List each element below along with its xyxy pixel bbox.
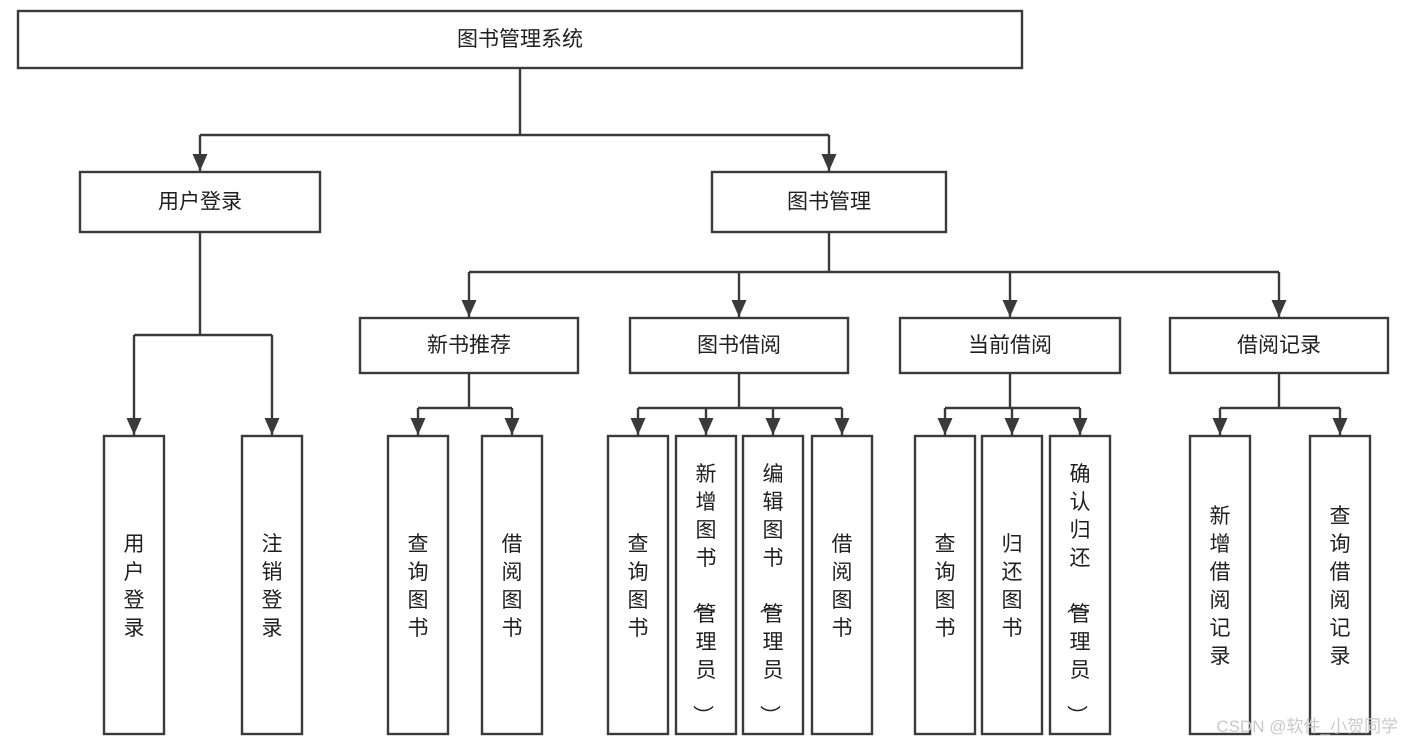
node-box (913, 434, 977, 736)
node-box (674, 434, 738, 736)
arrow-head-icon (1002, 300, 1018, 317)
arrow-head-icon (731, 300, 747, 317)
arrow-head-icon (630, 418, 646, 435)
arrow-head-icon (192, 154, 208, 171)
node-query-book-2[interactable]: 查询图书 (606, 434, 670, 736)
node-query-book-1[interactable]: 查询图书 (386, 434, 450, 736)
node-box (1168, 316, 1390, 375)
node-box (358, 316, 580, 375)
arrow-head-icon (1212, 418, 1228, 435)
node-box (898, 316, 1122, 375)
node-label: 图书借阅 (697, 334, 781, 357)
node-box (980, 434, 1044, 736)
arrow-head-icon (765, 418, 781, 435)
node-label: 新增借阅记录 (1210, 505, 1231, 668)
node-label: 新增图书（管理员） (691, 463, 717, 726)
arrow-head-icon (1332, 418, 1348, 435)
arrow-head-icon (1004, 418, 1020, 435)
node-box (386, 434, 450, 736)
arrow-head-icon (1271, 300, 1287, 317)
node-edit-book[interactable]: 编辑图书（管理员） (741, 434, 805, 736)
arrow-head-icon (126, 418, 142, 435)
node-box (710, 170, 948, 234)
node-label: 当前借阅 (968, 334, 1052, 357)
node-box (606, 434, 670, 736)
arrow-head-icon (834, 418, 850, 435)
node-box (16, 9, 1024, 70)
node-label: 用户登录 (124, 533, 145, 640)
node-book-borrow[interactable]: 图书借阅 (628, 316, 850, 375)
node-user-login-do[interactable]: 用户登录 (102, 434, 166, 736)
node-borrow-record[interactable]: 借阅记录 (1168, 316, 1390, 375)
arrow-head-icon (410, 418, 426, 435)
node-label: 借阅图书 (832, 533, 853, 640)
node-current-borrow[interactable]: 当前借阅 (898, 316, 1122, 375)
node-query-book-3[interactable]: 查询图书 (913, 434, 977, 736)
node-box (1048, 434, 1112, 736)
node-add-book[interactable]: 新增图书（管理员） (674, 434, 738, 736)
node-box (78, 170, 322, 234)
node-label: 查询借阅记录 (1330, 505, 1351, 668)
arrow-head-icon (504, 418, 520, 435)
node-label: 确认归还（管理员） (1065, 463, 1091, 726)
node-query-borrow-record[interactable]: 查询借阅记录 (1308, 434, 1372, 736)
node-label: 归还图书 (1002, 533, 1023, 640)
node-label: 借阅记录 (1237, 334, 1321, 357)
node-label: 编辑图书（管理员） (758, 463, 784, 726)
node-user-login[interactable]: 用户登录 (78, 170, 322, 234)
arrow-head-icon (821, 154, 837, 171)
node-label: 用户登录 (158, 191, 242, 214)
arrow-head-icon (1072, 418, 1088, 435)
node-label: 注销登录 (262, 533, 283, 640)
node-book-management[interactable]: 图书管理 (710, 170, 948, 234)
arrow-head-icon (698, 418, 714, 435)
node-add-borrow-record[interactable]: 新增借阅记录 (1188, 434, 1252, 736)
node-box (741, 434, 805, 736)
node-label: 查询图书 (628, 533, 649, 640)
node-box (480, 434, 544, 736)
node-borrow-book-1[interactable]: 借阅图书 (480, 434, 544, 736)
node-borrow-book-2[interactable]: 借阅图书 (810, 434, 874, 736)
node-return-book[interactable]: 归还图书 (980, 434, 1044, 736)
node-root[interactable]: 图书管理系统 (16, 9, 1024, 70)
node-new-book-recommend[interactable]: 新书推荐 (358, 316, 580, 375)
node-label: 查询图书 (408, 533, 429, 640)
node-label: 新书推荐 (427, 334, 511, 357)
node-box (102, 434, 166, 736)
arrow-head-icon (937, 418, 953, 435)
node-label: 查询图书 (935, 533, 956, 640)
node-box (240, 434, 304, 736)
node-user-logout[interactable]: 注销登录 (240, 434, 304, 736)
csdn-watermark: CSDN @软件_小贺同学 (1216, 717, 1398, 736)
node-box (1308, 434, 1372, 736)
node-label: 借阅图书 (502, 533, 523, 640)
arrow-head-icon (461, 300, 477, 317)
arrow-head-icon (264, 418, 280, 435)
connector-layer (126, 68, 1348, 435)
node-box (810, 434, 874, 736)
node-label: 图书管理系统 (457, 28, 583, 51)
node-confirm-return[interactable]: 确认归还（管理员） (1048, 434, 1112, 736)
node-label: 图书管理 (787, 191, 871, 214)
node-box (628, 316, 850, 375)
node-box (1188, 434, 1252, 736)
node-layer: 图书管理系统用户登录用户登录注销登录图书管理新书推荐查询图书借阅图书图书借阅查询… (16, 9, 1390, 736)
